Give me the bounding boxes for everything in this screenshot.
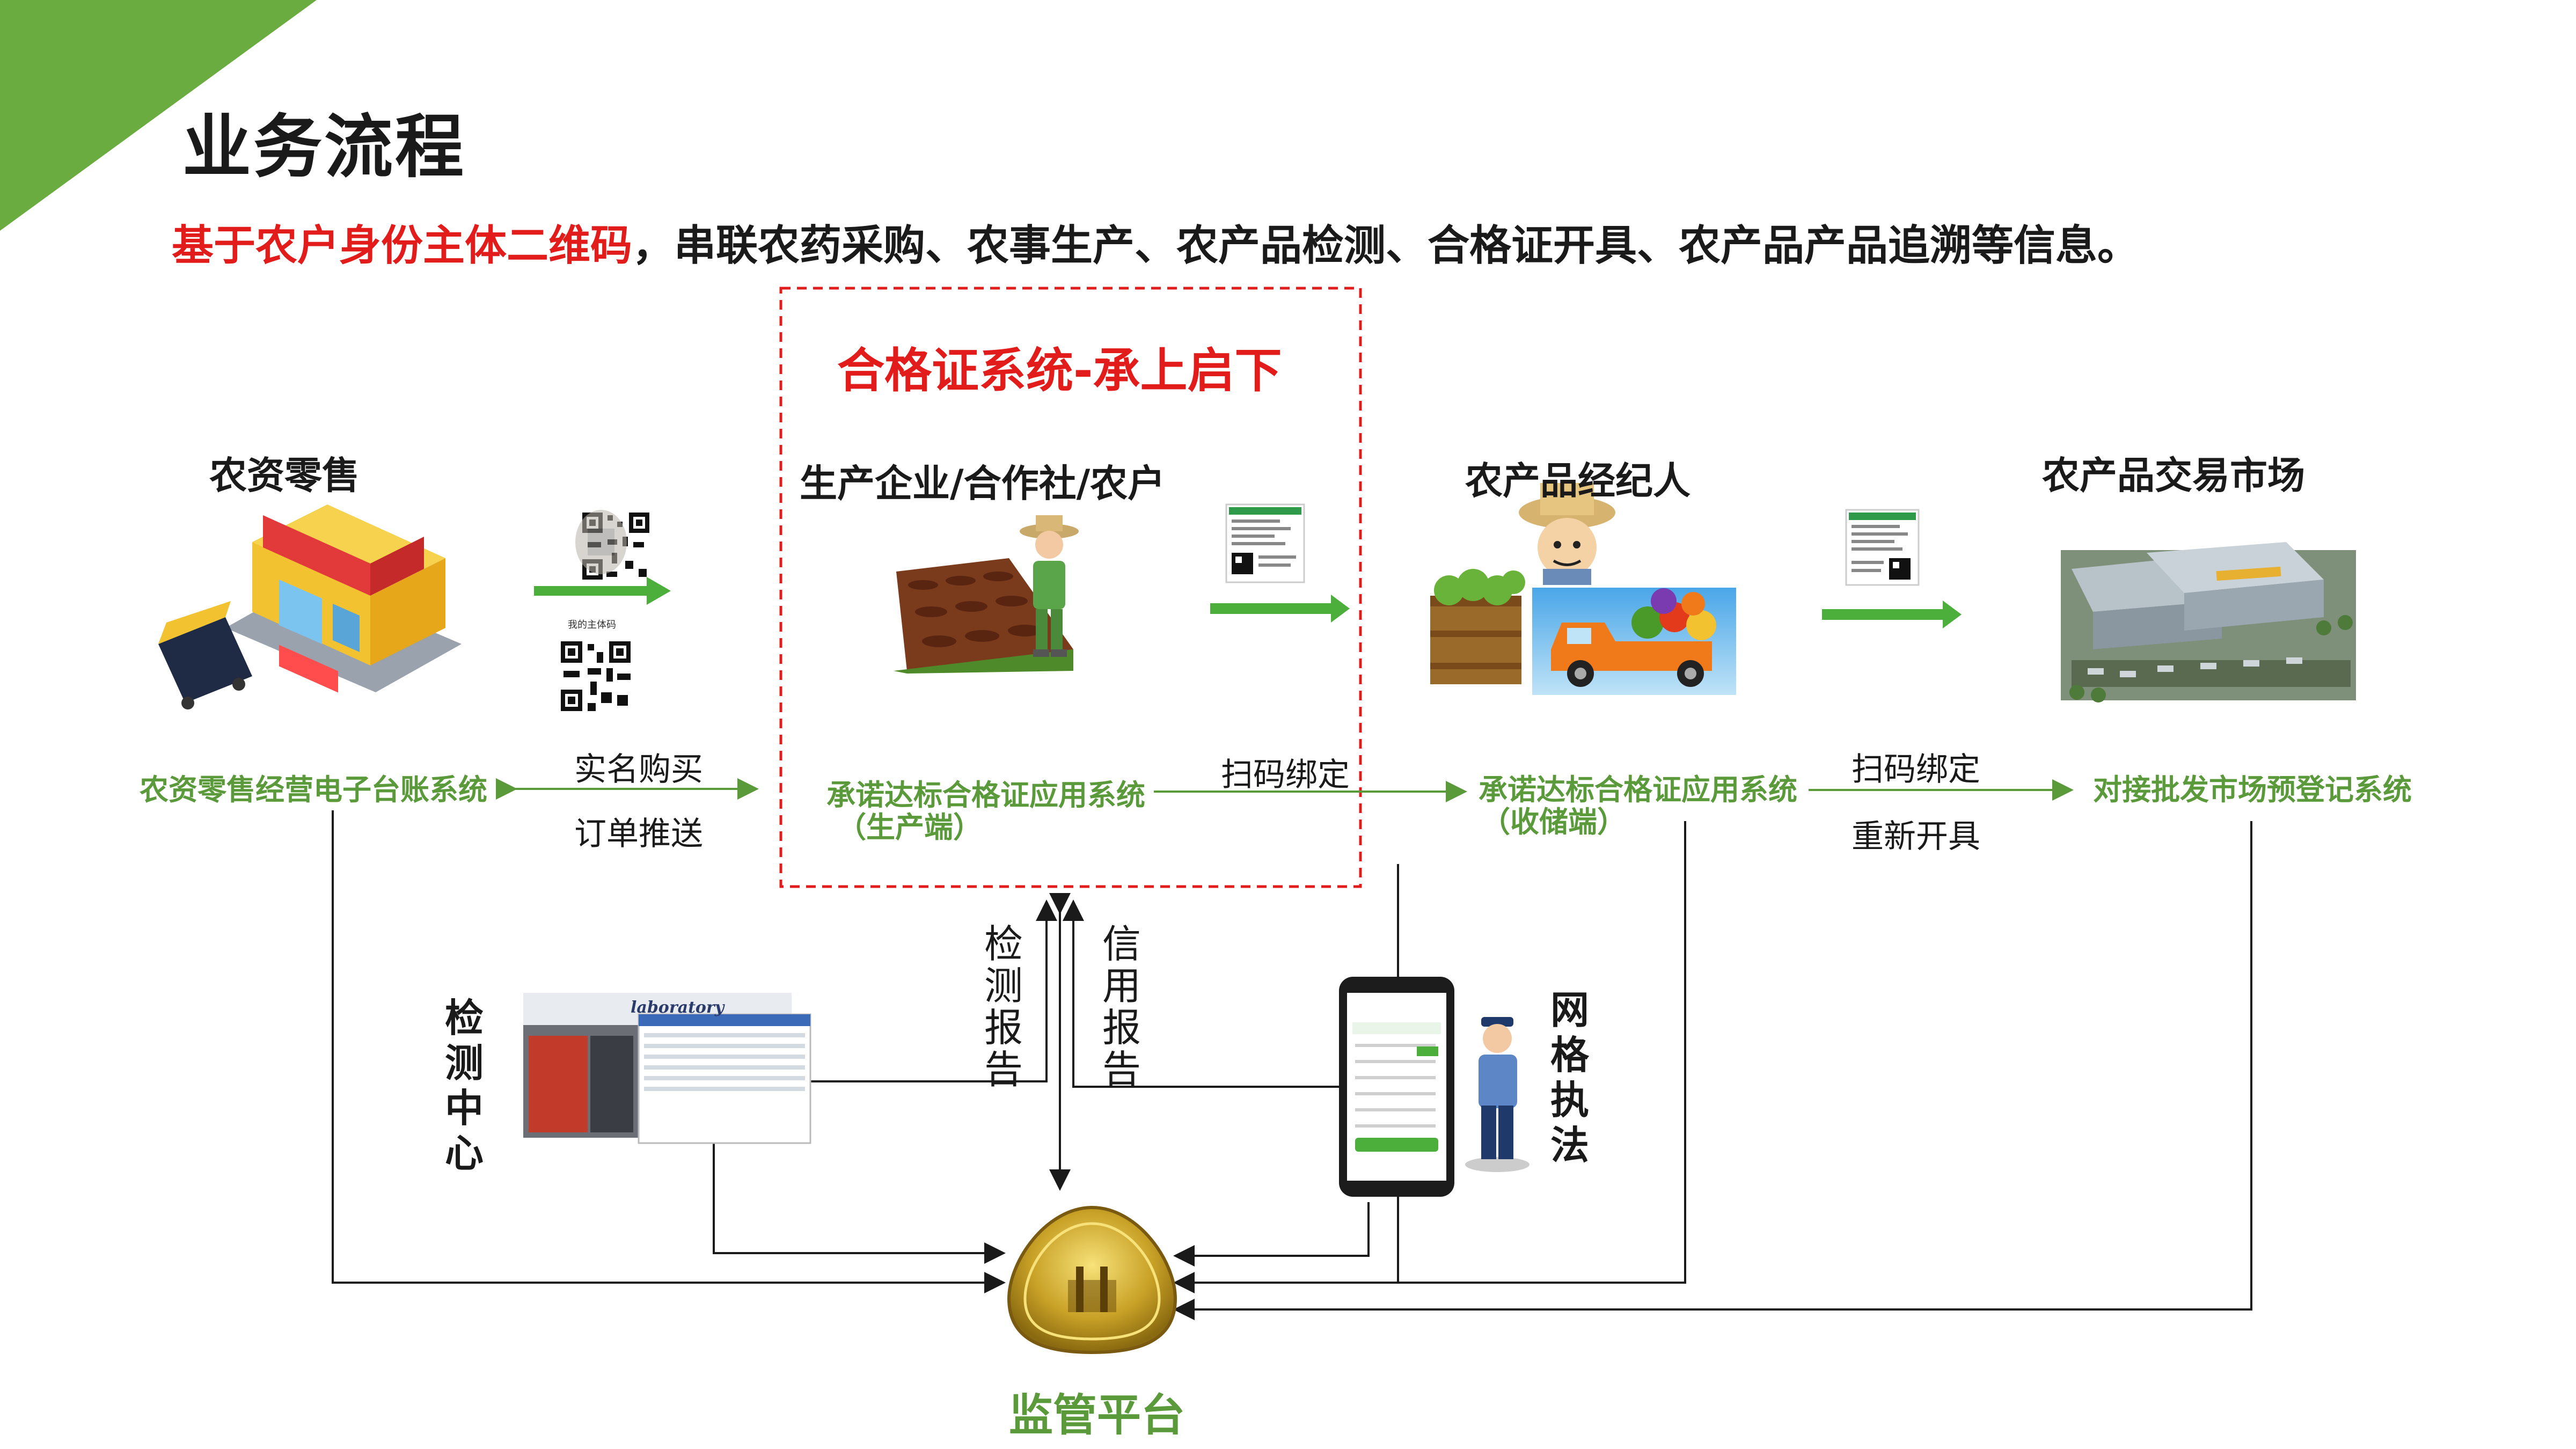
system-market: 对接批发市场预登记系统 bbox=[2093, 773, 2412, 807]
system-producer-line1: 承诺达标合格证应用系统 bbox=[826, 778, 1145, 812]
cert-system-title: 合格证系统-承上启下 bbox=[837, 343, 1282, 398]
subtitle-rest: ，串联农药采购、农事生产、农产品检测、合格证开具、农产品产品追溯等信息。 bbox=[632, 222, 2140, 270]
label-scan-bind-1: 扫码绑定 bbox=[1221, 756, 1350, 794]
lab-sign: laboratory bbox=[631, 998, 724, 1017]
phone-icon bbox=[1339, 977, 1454, 1197]
label-test-center: 检测中心 bbox=[444, 996, 484, 1176]
qr-caption: 我的主体码 bbox=[568, 619, 616, 631]
label-scan-bind-2: 扫码绑定 bbox=[1851, 751, 1980, 788]
arrow-retail-producer bbox=[534, 577, 671, 605]
system-producer-line2: （生产端） bbox=[837, 810, 982, 844]
certificate-icon bbox=[1225, 503, 1305, 583]
stage-title-market: 农产品交易市场 bbox=[2042, 453, 2305, 497]
cert-system-box bbox=[779, 287, 1362, 888]
arrow-broker-market bbox=[1822, 601, 1962, 628]
label-realname-buy: 实名购买 bbox=[574, 751, 703, 788]
label-grid-law: 网格执法 bbox=[1550, 987, 1589, 1168]
label-reissue: 重新开具 bbox=[1851, 818, 1980, 855]
page-subtitle: 基于农户身份主体二维码，串联农药采购、农事生产、农产品检测、合格证开具、农产品产… bbox=[172, 212, 2139, 272]
label-test-report: 检测报告 bbox=[984, 921, 1023, 1092]
laboratory-icon bbox=[523, 993, 811, 1144]
stage-title-producer: 生产企业/合作社/农户 bbox=[800, 462, 1166, 506]
platform-connectors bbox=[332, 810, 2252, 1320]
system-broker-line1: 承诺达标合格证应用系统 bbox=[1479, 773, 1797, 807]
label-order-push: 订单推送 bbox=[574, 815, 703, 853]
market-warehouse-icon bbox=[2061, 542, 2356, 702]
label-credit-report: 信用报告 bbox=[1102, 921, 1141, 1092]
certificate-icon-2 bbox=[1845, 509, 1920, 586]
stage-title-retail: 农资零售 bbox=[209, 453, 360, 497]
qr-code-owner-icon bbox=[558, 639, 633, 714]
farmer-icon bbox=[894, 515, 1079, 674]
system-retail: 农资零售经营电子台账系统 bbox=[140, 773, 487, 807]
arrow-producer-broker bbox=[1210, 595, 1350, 623]
stage-title-broker: 农产品经纪人 bbox=[1465, 459, 1690, 503]
store-icon bbox=[158, 504, 462, 709]
platform-label: 监管平台 bbox=[1009, 1390, 1185, 1441]
police-icon bbox=[1465, 1017, 1529, 1172]
subtitle-highlight: 基于农户身份主体二维码 bbox=[172, 222, 633, 270]
corner-decoration bbox=[0, 0, 317, 231]
page-title: 业务流程 bbox=[182, 107, 466, 187]
system-broker-line2: （收储端） bbox=[1481, 805, 1626, 839]
blurred-bag-icon bbox=[575, 510, 627, 574]
emblem-icon bbox=[1007, 1205, 1177, 1355]
truck-icon bbox=[1430, 483, 1736, 695]
